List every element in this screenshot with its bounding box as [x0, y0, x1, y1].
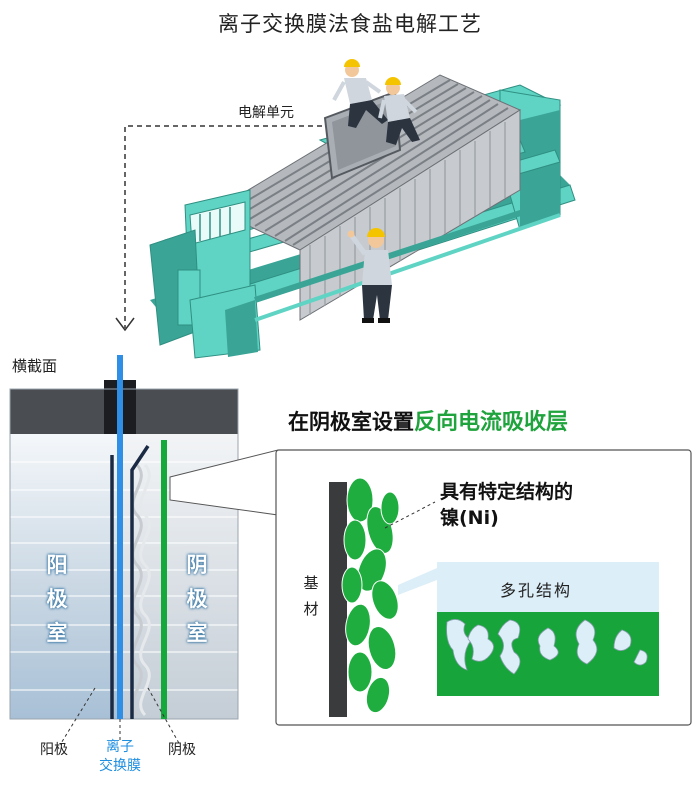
- nickel-label-line2: 镍(Ni): [440, 507, 499, 529]
- porous-label: 多孔结构: [500, 581, 573, 600]
- cross-section-label: 横截面: [12, 357, 58, 375]
- zoom-callout: [169, 449, 692, 726]
- cathode-chamber-label: 阴极室: [186, 553, 208, 645]
- arrow-down-icon: [115, 317, 135, 332]
- membrane-label: 离子 交换膜: [90, 738, 150, 776]
- page-title: 离子交换膜法食盐电解工艺: [218, 12, 482, 36]
- headline: 在阴极室设置反向电流吸收层: [288, 404, 568, 436]
- membrane-label-line2: 交换膜: [99, 758, 141, 774]
- worker-figures: [332, 59, 420, 323]
- headline-prefix: 在阴极室设置: [288, 410, 414, 434]
- substrate-label: 基材: [303, 574, 319, 618]
- anode-label: 阳极: [40, 742, 68, 758]
- dashed-connector: [124, 125, 322, 328]
- electrolyzer-machine: [149, 74, 576, 359]
- cell-unit-label: 电解单元: [238, 105, 294, 121]
- anode-chamber-label: 阳极室: [46, 553, 68, 645]
- headline-highlight: 反向电流吸收层: [414, 410, 569, 435]
- cathode-label: 阴极: [168, 742, 196, 758]
- membrane-label-line1: 离子: [106, 739, 134, 755]
- nickel-label-line1: 具有特定结构的: [440, 481, 574, 503]
- nickel-label: 具有特定结构的 镍(Ni): [440, 479, 573, 531]
